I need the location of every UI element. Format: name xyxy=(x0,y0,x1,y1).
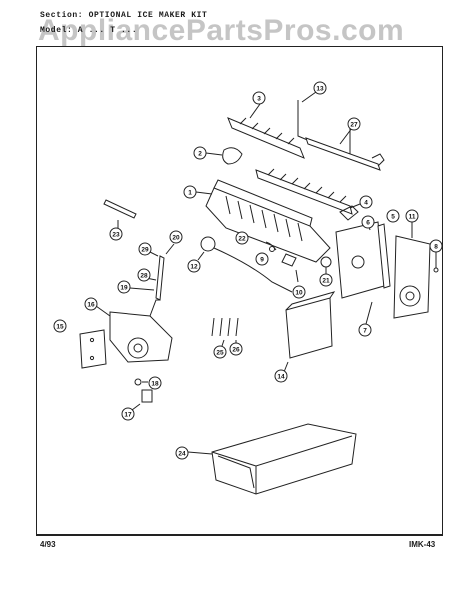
svg-text:17: 17 xyxy=(124,412,132,419)
part-2 xyxy=(205,147,243,165)
svg-text:21: 21 xyxy=(322,278,330,285)
ejector-strip xyxy=(255,168,353,215)
svg-text:18: 18 xyxy=(151,381,159,388)
callout-11: 11 xyxy=(405,209,419,223)
callout-26: 26 xyxy=(229,342,243,356)
callout-2: 2 xyxy=(193,146,207,160)
svg-text:14: 14 xyxy=(277,374,285,381)
callout-4: 4 xyxy=(359,195,373,209)
part-9 xyxy=(281,253,297,267)
footer-date: 4/93 xyxy=(40,540,56,549)
svg-text:7: 7 xyxy=(363,328,367,335)
callout-19: 19 xyxy=(117,280,131,294)
callout-25: 25 xyxy=(213,345,227,359)
svg-text:25: 25 xyxy=(216,350,224,357)
callout-23: 23 xyxy=(109,227,123,241)
svg-text:24: 24 xyxy=(178,451,186,458)
callout-12: 12 xyxy=(187,259,201,273)
part-17 xyxy=(131,389,153,411)
part-21-gear xyxy=(320,256,332,274)
svg-text:16: 16 xyxy=(87,302,95,309)
part-7 xyxy=(365,301,373,325)
callout-17: 17 xyxy=(121,407,135,421)
callout-28: 28 xyxy=(137,268,151,282)
part-14-cover xyxy=(283,291,336,373)
svg-text:8: 8 xyxy=(434,244,438,251)
callout-14: 14 xyxy=(274,369,288,383)
part-1-mold xyxy=(195,179,331,263)
callout-13: 13 xyxy=(313,81,327,95)
callout-16: 16 xyxy=(84,297,98,311)
section-title: Section: OPTIONAL ICE MAKER KIT xyxy=(40,11,208,20)
svg-text:6: 6 xyxy=(366,220,370,227)
svg-text:20: 20 xyxy=(172,235,180,242)
part-16-valve xyxy=(95,299,173,363)
model-line: Model: A ... T ... xyxy=(40,26,138,35)
svg-text:9: 9 xyxy=(260,257,264,264)
part-8-screw xyxy=(433,252,439,273)
callout-1: 1 xyxy=(183,185,197,199)
callout-24: 24 xyxy=(175,446,189,460)
callout-9: 9 xyxy=(255,252,269,266)
part-4 xyxy=(339,203,361,221)
callout-18: 18 xyxy=(148,376,162,390)
svg-text:19: 19 xyxy=(120,285,128,292)
svg-text:5: 5 xyxy=(391,214,395,221)
callout-8: 8 xyxy=(429,239,443,253)
callouts: 3 13 27 2 4 1 6 5 11 8 23 22 29 20 12 9 … xyxy=(53,81,443,460)
callout-20: 20 xyxy=(169,230,183,244)
part-3-rake xyxy=(227,103,305,159)
part-22 xyxy=(265,241,277,252)
callout-15: 15 xyxy=(53,319,67,333)
svg-text:12: 12 xyxy=(190,264,198,271)
callout-7: 7 xyxy=(358,323,372,337)
part-10 xyxy=(295,269,299,283)
part-27-bail xyxy=(305,127,385,171)
svg-text:29: 29 xyxy=(141,247,149,254)
footer-rule xyxy=(36,534,443,536)
svg-text:2: 2 xyxy=(198,151,202,158)
svg-text:23: 23 xyxy=(112,232,120,239)
callout-27: 27 xyxy=(347,117,361,131)
svg-text:10: 10 xyxy=(295,290,303,297)
callout-3: 3 xyxy=(252,91,266,105)
part-23-tube xyxy=(103,199,137,228)
callout-5: 5 xyxy=(386,209,400,223)
svg-text:4: 4 xyxy=(364,200,368,207)
parts-25-26-screws xyxy=(211,317,239,347)
part-15-bracket xyxy=(79,329,107,369)
part-6-housing xyxy=(335,221,385,299)
svg-text:11: 11 xyxy=(409,214,416,221)
footer-page-code: IMK-43 xyxy=(409,540,436,549)
callout-10: 10 xyxy=(292,285,306,299)
part-5 xyxy=(377,223,391,289)
svg-text:27: 27 xyxy=(350,122,358,129)
callout-22: 22 xyxy=(235,231,249,245)
callout-21: 21 xyxy=(319,273,333,287)
svg-text:1: 1 xyxy=(188,190,192,197)
svg-text:26: 26 xyxy=(232,347,240,354)
part-18 xyxy=(134,378,148,386)
part-11-mount xyxy=(393,222,431,319)
part-24-bin xyxy=(187,423,357,495)
svg-text:13: 13 xyxy=(316,86,324,93)
watermark: AppliancePartsPros.com xyxy=(38,14,405,47)
callout-29: 29 xyxy=(138,242,152,256)
svg-text:3: 3 xyxy=(257,96,261,103)
svg-text:28: 28 xyxy=(140,273,148,280)
fill-tube-assembly xyxy=(129,243,175,301)
part-12-thermostat xyxy=(197,236,293,293)
callout-6: 6 xyxy=(361,215,375,229)
svg-text:15: 15 xyxy=(56,324,64,331)
svg-text:22: 22 xyxy=(238,236,246,243)
